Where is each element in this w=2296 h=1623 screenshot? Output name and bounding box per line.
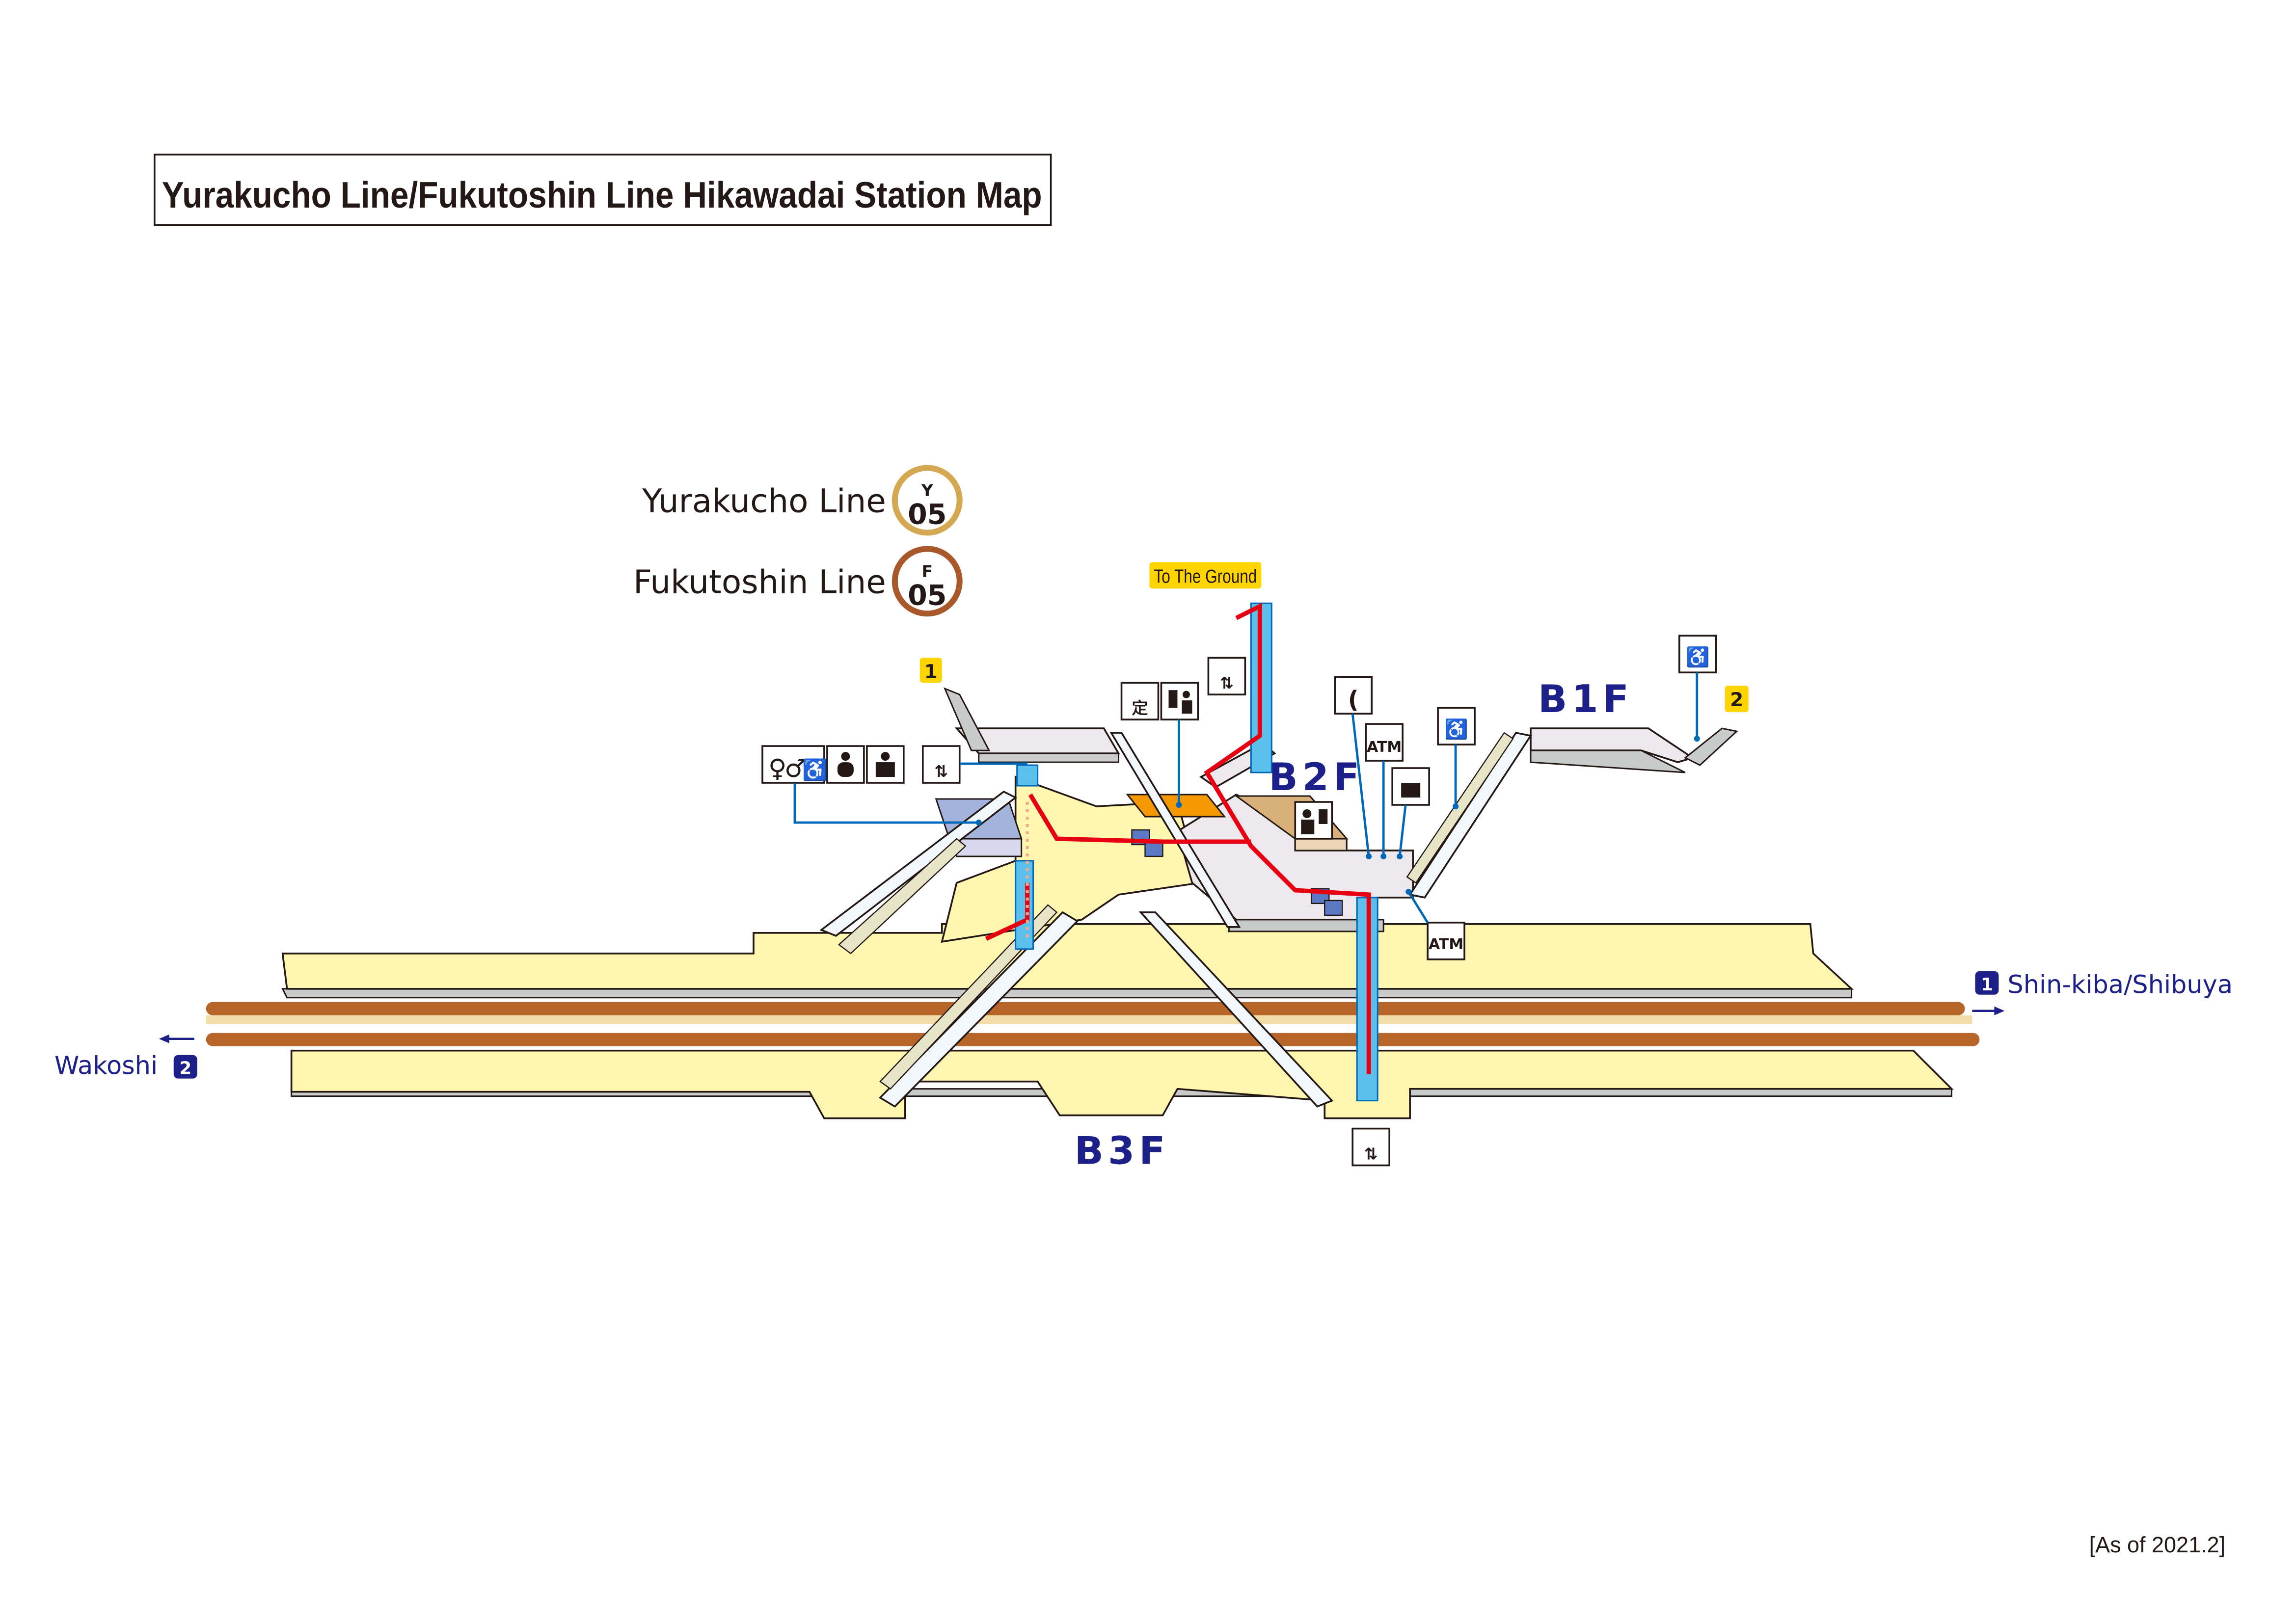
commuter-pass-machine-icon xyxy=(1120,682,1160,720)
svg-text:(: ( xyxy=(1348,686,1359,714)
svg-text:⇅: ⇅ xyxy=(1220,673,1234,692)
stairs xyxy=(1406,732,1514,884)
svg-text:♿: ♿ xyxy=(1686,646,1710,668)
elevator-icon xyxy=(921,745,961,784)
atm-icon xyxy=(1365,723,1404,762)
direction-shin-kiba-shibuya: 1 Shin-kiba/Shibuya xyxy=(1972,971,2233,1015)
exit-number: 2 xyxy=(1730,689,1743,711)
floor-label-b1f: B1F xyxy=(1538,677,1633,721)
facility-icons: ♀♂♿ ⇅ ⇅ 定 ( ATM ♿ ♿ ATM ⇅ xyxy=(761,635,1717,1167)
track-1 xyxy=(206,1002,1965,1015)
public-phone-icon xyxy=(1334,676,1373,715)
floor-label-b2f: B2F xyxy=(1269,755,1364,799)
line-legend-fukutoshin: Fukutoshin Line F 05 xyxy=(633,546,963,617)
track-2 xyxy=(206,1033,1980,1046)
exit-1-badge[interactable]: 1 xyxy=(919,658,942,683)
direction-label: Shin-kiba/Shibuya xyxy=(2007,971,2233,1000)
ticket-machines xyxy=(1126,794,1226,818)
to-ground-label: To The Ground xyxy=(1154,566,1257,587)
station-number: 05 xyxy=(908,579,946,612)
to-ground-badge xyxy=(1149,562,1262,589)
title-box xyxy=(153,154,1052,226)
direction-label: Wakoshi xyxy=(54,1052,158,1081)
restroom-icon xyxy=(761,745,825,784)
svg-text:⇅: ⇅ xyxy=(934,762,948,781)
escalator xyxy=(819,790,1018,937)
platform-number: 2 xyxy=(179,1059,191,1079)
svg-text:ATM: ATM xyxy=(1367,739,1402,756)
exit-number: 1 xyxy=(924,661,938,683)
elevator xyxy=(1016,764,1039,787)
platform-number: 1 xyxy=(1981,975,1993,995)
page-title: Yurakucho Line/Fukutoshin Line Hikawadai… xyxy=(162,174,1042,215)
escalator xyxy=(1408,732,1532,899)
line-legend-yurakucho: Yurakucho Line Y 05 xyxy=(642,465,963,536)
platform-2 xyxy=(290,1049,1954,1119)
as-of-date: [As of 2021.2] xyxy=(2089,1532,2226,1557)
svg-text:定: 定 xyxy=(1132,698,1148,718)
line-badge xyxy=(891,465,963,536)
svg-text:♀: ♀ xyxy=(768,754,786,783)
platform-1 xyxy=(281,923,1854,990)
station-number: 05 xyxy=(908,498,946,531)
elevator-icon xyxy=(1351,1127,1390,1167)
direction-wakoshi: Wakoshi 2 xyxy=(54,1034,197,1081)
svg-text:♂: ♂ xyxy=(784,754,807,783)
line-badge xyxy=(891,546,963,617)
exit-2-badge[interactable]: 2 xyxy=(1725,686,1749,713)
line-name: Yurakucho Line xyxy=(642,482,886,520)
stairs-exit-2 xyxy=(1684,727,1738,766)
stairs-exit-1 xyxy=(943,687,991,751)
ticket-machine-icon xyxy=(1160,682,1199,720)
svg-text:⇅: ⇅ xyxy=(1364,1144,1378,1164)
elevator-icon xyxy=(1207,657,1246,695)
elevators xyxy=(985,602,1378,1102)
elevator-route xyxy=(1204,602,1371,1074)
b3f-platforms xyxy=(206,923,1980,1119)
escalator xyxy=(1109,732,1241,928)
escalators xyxy=(819,732,1532,1108)
svg-text:♿: ♿ xyxy=(802,758,828,782)
svg-text:♿: ♿ xyxy=(1444,718,1468,740)
escalator xyxy=(1138,911,1334,1108)
line-letter: F xyxy=(922,561,933,581)
line-letter: Y xyxy=(921,480,934,500)
line-name: Fukutoshin Line xyxy=(633,563,886,601)
wheelchair-stair-lift-icon xyxy=(1437,707,1476,745)
atm-icon xyxy=(1427,922,1465,960)
svg-text:ATM: ATM xyxy=(1429,936,1463,953)
floor-label-b3f: B3F xyxy=(1075,1129,1170,1173)
